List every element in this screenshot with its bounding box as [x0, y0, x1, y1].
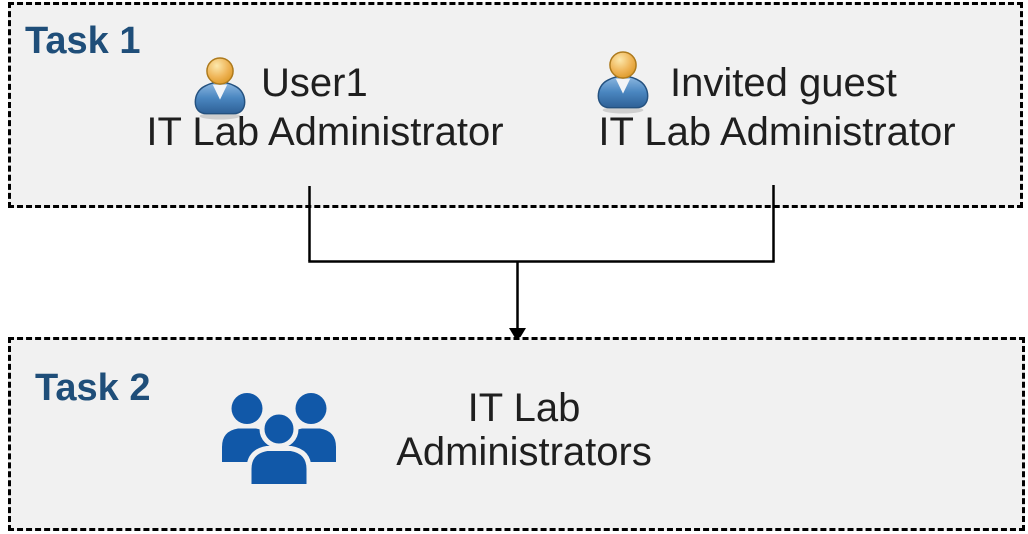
- task2-label: Task 2: [35, 367, 151, 409]
- user-icon: [597, 51, 649, 114]
- task1-label: Task 1: [25, 20, 141, 62]
- user-icon: [194, 57, 246, 120]
- group-name: IT Lab Administrators: [396, 386, 652, 474]
- task1-box: [8, 2, 1023, 208]
- task2-box: [8, 337, 1025, 531]
- group-icon: [222, 393, 336, 484]
- user1-name: User1: [261, 61, 368, 105]
- user2-role: IT Lab Administrator: [598, 110, 956, 154]
- user1-role: IT Lab Administrator: [146, 110, 504, 154]
- user2-name: Invited guest: [670, 61, 897, 105]
